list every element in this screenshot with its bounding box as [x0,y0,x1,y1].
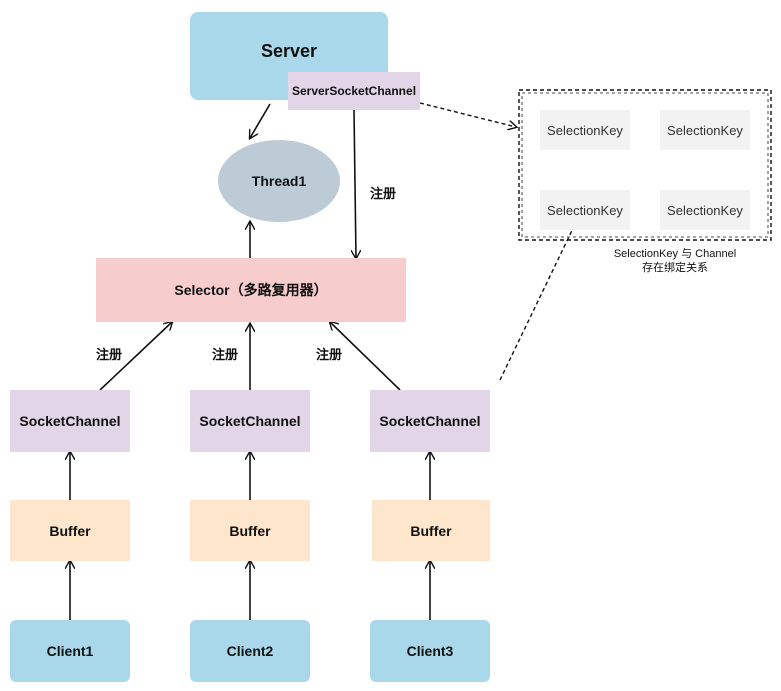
selection-key-1: SelectionKey [540,110,630,150]
arrow-ssc-selector [354,109,356,258]
selection-key-container-border [518,89,772,241]
selector-node: Selector（多路复用器） [96,258,406,322]
socket-channel-1: SocketChannel [10,390,130,452]
client-label: Client3 [406,643,454,659]
register-label-3: 注册 [316,347,343,362]
socket-channel-label: SocketChannel [19,413,121,429]
selection-key-2: SelectionKey [660,110,750,150]
dashed-arrow-ssc-keys [419,102,516,127]
dashed-arrow-sc3-keys [499,218,578,381]
buffer-2: Buffer [190,500,310,561]
arrow-sc1-selector [99,322,172,391]
socket-channel-label: SocketChannel [199,413,301,429]
socket-channel-3: SocketChannel [370,390,490,452]
buffer-label: Buffer [229,522,271,539]
binding-note: SelectionKey 与 Channel 存在绑定关系 [590,247,760,275]
register-label-ssc: 注册 [370,186,397,201]
buffer-label: Buffer [49,522,91,539]
client-label: Client2 [226,643,274,659]
buffer-3: Buffer [372,500,490,561]
thread-label: Thread1 [251,173,307,189]
binding-note-line1: SelectionKey 与 Channel [613,248,737,260]
selector-label: Selector（多路复用器） [174,282,328,298]
buffer-label: Buffer [410,522,452,539]
client-label: Client1 [46,643,94,659]
register-label-2: 注册 [212,347,239,362]
client-2: Client2 [190,620,310,682]
client-1: Client1 [10,620,130,682]
server-socket-channel-node: ServerSocketChannel [288,72,420,110]
selection-key-4: SelectionKey [660,190,750,230]
socket-channel-2: SocketChannel [190,390,310,452]
client-3: Client3 [370,620,490,682]
register-label-1: 注册 [96,347,123,362]
selection-key-3: SelectionKey [540,190,630,230]
binding-note-line2: 存在绑定关系 [642,262,708,274]
socket-channel-label: SocketChannel [379,413,481,429]
arrow-sc3-selector [330,322,401,391]
server-socket-channel-label: ServerSocketChannel [291,84,417,98]
server-label: Server [260,40,318,61]
thread-node: Thread1 [218,140,340,222]
arrow-server-thread [250,103,271,138]
buffer-1: Buffer [10,500,130,561]
